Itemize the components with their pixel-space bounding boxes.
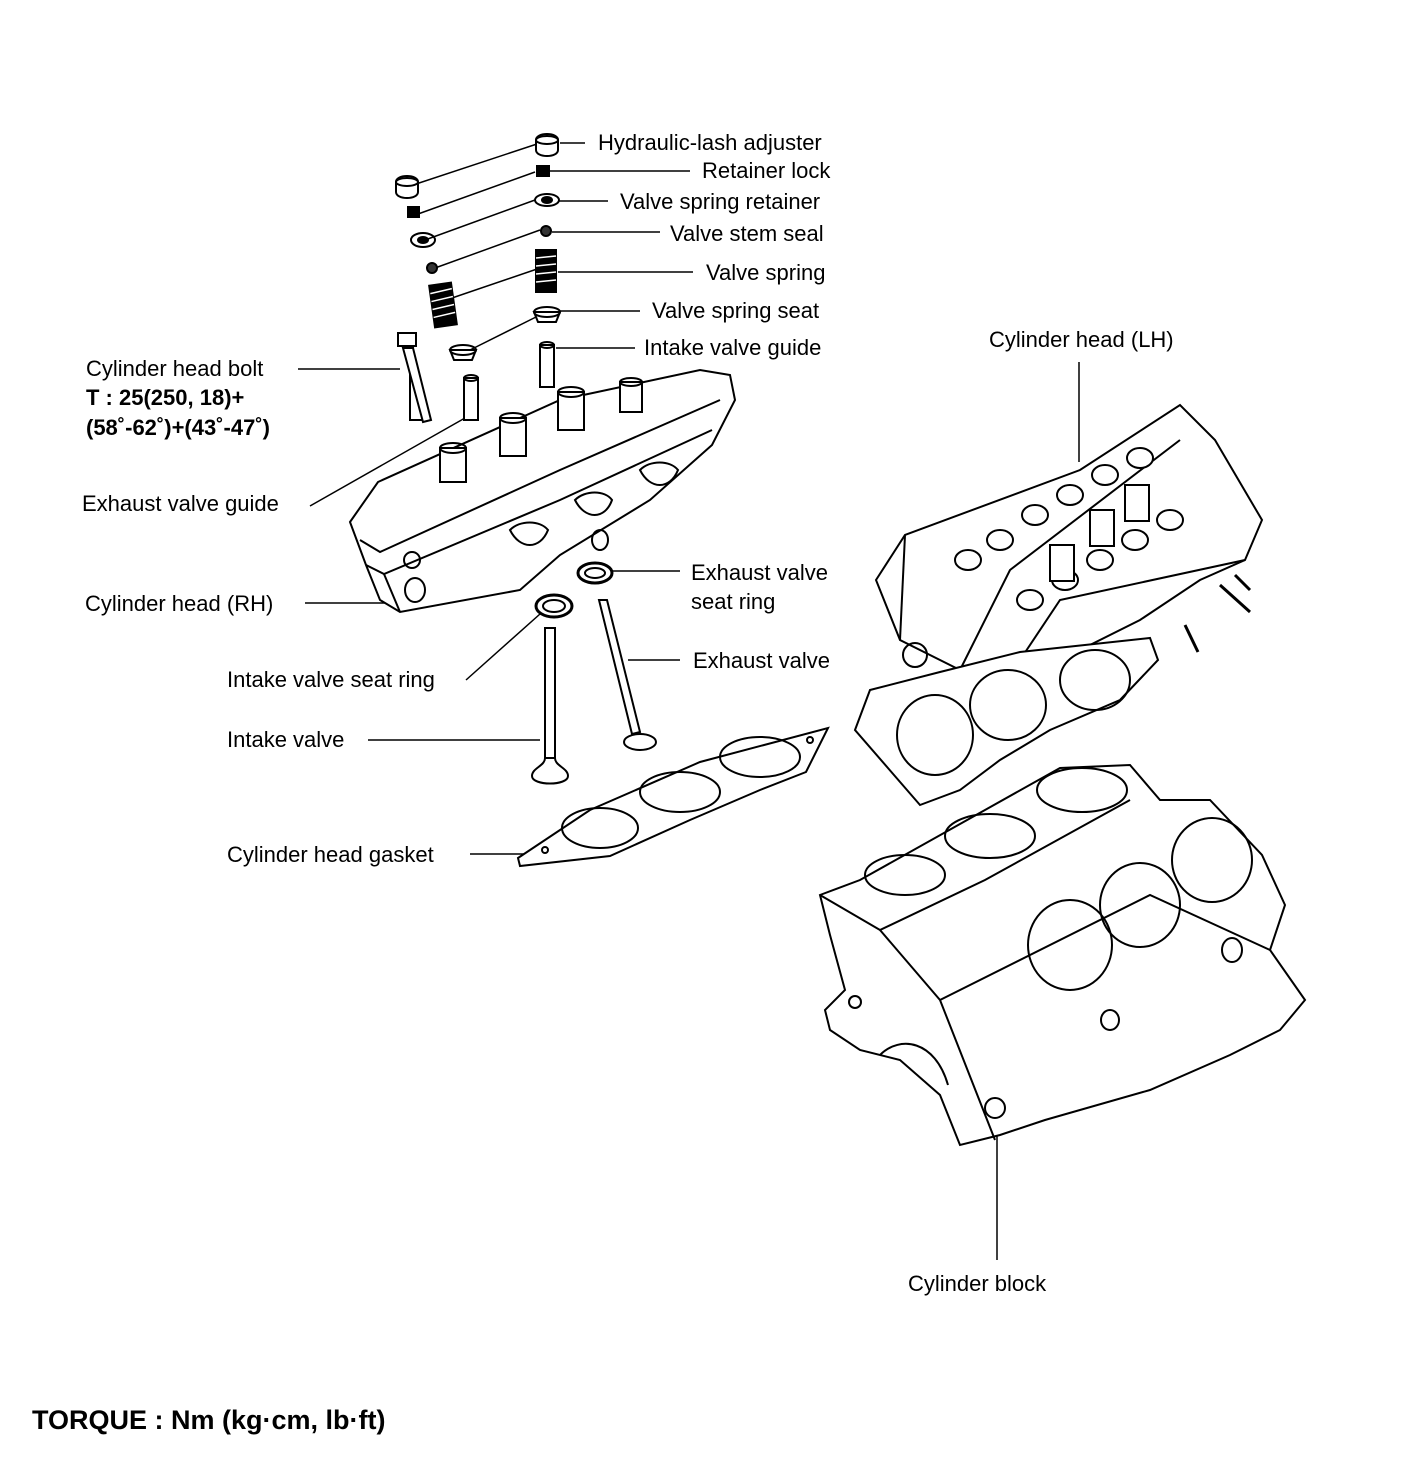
exhaust-valve-seat-ring [576, 561, 614, 585]
label-cylinder-head-bolt: Cylinder head bolt [86, 356, 264, 381]
intake-valve-part [530, 627, 570, 785]
cylinder-head-gasket-rh [516, 726, 830, 868]
label-cylinder-head-lh: Cylinder head (LH) [989, 327, 1174, 352]
torque-spec-line-1: T : 25(250, 18)+ [86, 385, 245, 410]
cylinder-block-part [818, 763, 1307, 1147]
label-intake-valve-seat-ring: Intake valve seat ring [227, 667, 435, 692]
label-retainer-lock: Retainer lock [702, 158, 831, 183]
cylinder-head-rh [348, 368, 737, 614]
intake-valve-seat-ring [534, 593, 574, 619]
label-hydraulic-lash-adjuster: Hydraulic-lash adjuster [598, 130, 822, 155]
label-exhaust-valve-seat-ring-2: seat ring [691, 589, 776, 614]
label-valve-spring: Valve spring [706, 260, 826, 285]
label-exhaust-valve-seat-ring-1: Exhaust valve [691, 560, 828, 585]
label-exhaust-valve-guide: Exhaust valve guide [82, 491, 279, 516]
label-valve-spring-retainer: Valve spring retainer [620, 189, 821, 214]
cylinder-head-gasket-lh [853, 636, 1160, 807]
label-cylinder-block: Cylinder block [908, 1271, 1047, 1296]
torque-units-footer: TORQUE : Nm (kg·cm, lb·ft) [32, 1405, 386, 1435]
exhaust-valve-part [597, 599, 657, 751]
label-exhaust-valve: Exhaust valve [693, 648, 830, 673]
label-cylinder-head-rh: Cylinder head (RH) [85, 591, 274, 616]
torque-spec-line-2: (58˚-62˚)+(43˚-47˚) [86, 415, 270, 440]
label-intake-valve-guide: Intake valve guide [644, 335, 822, 360]
leader-lines [298, 142, 1080, 1260]
label-cylinder-head-gasket: Cylinder head gasket [227, 842, 434, 867]
valve-train-parts [395, 133, 562, 424]
label-intake-valve: Intake valve [227, 727, 345, 752]
label-valve-spring-seat: Valve spring seat [652, 298, 820, 323]
label-valve-stem-seal: Valve stem seal [670, 221, 824, 246]
